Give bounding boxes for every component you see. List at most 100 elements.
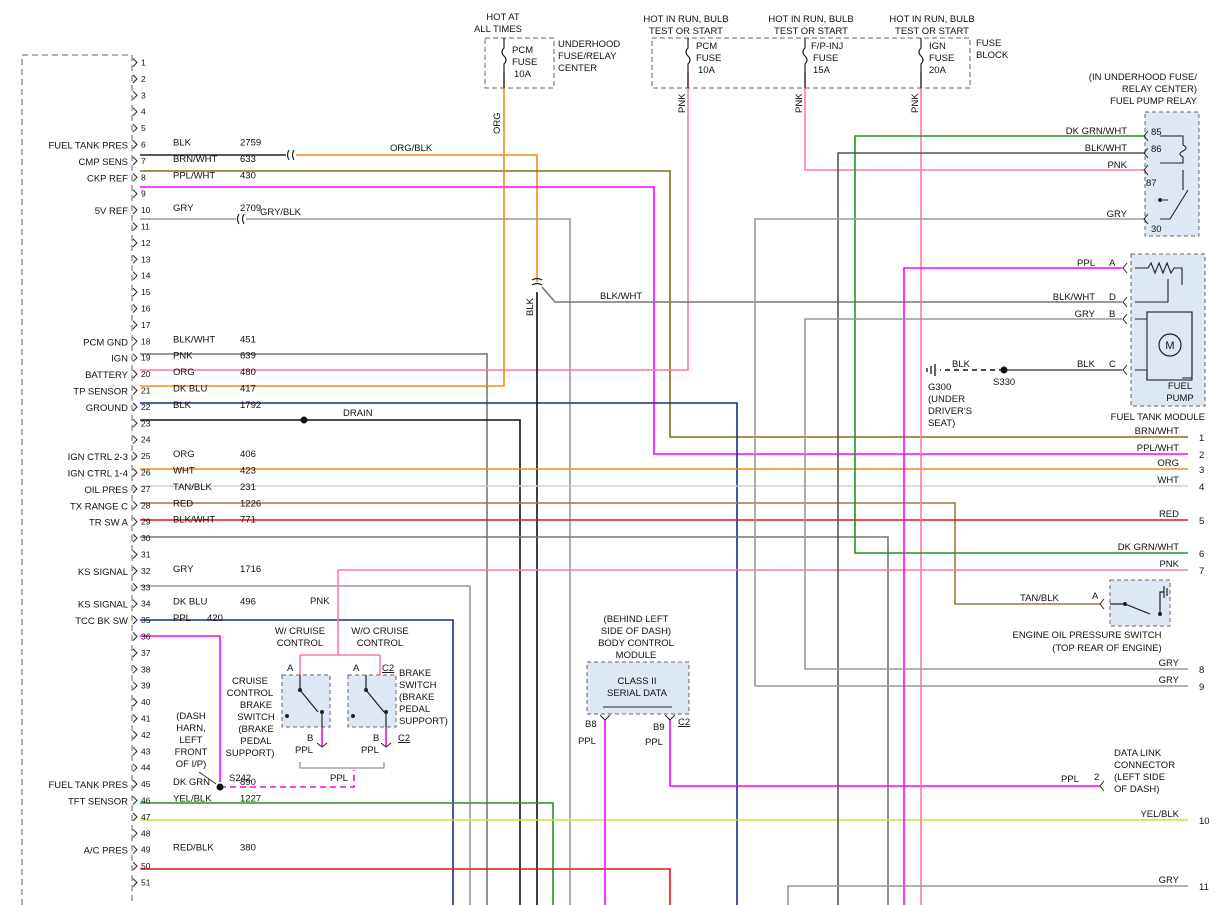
pcm-pin-terminal-icon	[132, 500, 138, 510]
oil-switch-box	[1109, 579, 1171, 627]
pcm-pin-terminal-icon	[132, 582, 138, 592]
pcm-pin-number: 48	[141, 828, 151, 838]
module-pin-b: B	[1109, 309, 1115, 320]
pcm-pin-number: 1	[141, 58, 146, 68]
right-wire-number: 7	[1199, 566, 1204, 577]
pcm-pin-terminal-icon	[132, 336, 138, 346]
bs-dot-2	[384, 710, 388, 714]
right-wire-label: ORG	[1157, 458, 1179, 469]
fuel-tank-module: PPL BLK/WHT GRY BLK A D B C M FUEL PUMP …	[926, 253, 1206, 429]
wire-battery-org	[140, 72, 505, 387]
g300-2: (UNDER	[928, 394, 965, 405]
pcm-pin-terminal-icon	[132, 779, 138, 789]
pcm-pin-terminal-icon	[132, 632, 138, 641]
module-wire-a: PPL	[1077, 258, 1095, 269]
pcm-pin-label: CKP REF	[87, 173, 128, 184]
dlc-1: DATA LINK	[1114, 748, 1162, 759]
pcm-pin-number: 12	[141, 238, 151, 248]
pcm-pin-number: 28	[141, 500, 151, 510]
pcm-pin-terminal-icon	[132, 746, 138, 756]
underhood-name-3: CENTER	[558, 63, 597, 74]
bs-c2-top: C2	[382, 663, 394, 674]
dash-harn-4: FRONT	[175, 747, 208, 758]
pcm-pin-terminal-icon	[132, 402, 138, 412]
wire-5v-ref-gry-blk	[246, 218, 571, 905]
bs-dot-1	[364, 688, 368, 692]
pcm-wire-circuit: 231	[240, 482, 256, 493]
pcm-pin-number: 5	[141, 123, 146, 133]
ccbs-label-3: BRAKE	[240, 700, 272, 711]
pcm-wire-circuit: 496	[240, 597, 256, 608]
bs-box	[347, 674, 397, 728]
label-blk-wht-module: BLK/WHT	[600, 291, 642, 302]
ground-blk-label: BLK	[952, 359, 971, 370]
fb-fuse1-1: PCM	[696, 41, 717, 52]
relay-pin-30: 30	[1151, 224, 1162, 235]
pump-label-1: FUEL	[1168, 381, 1192, 392]
label-org-blk: ORG/BLK	[390, 143, 433, 154]
bs-label-5: SUPPORT)	[399, 716, 448, 727]
relay-title-3: FUEL PUMP RELAY	[1110, 96, 1198, 107]
pcm-pin-terminal-icon	[132, 172, 138, 182]
pcm-pin-terminal-icon	[132, 697, 138, 707]
ccbs-label-1: CRUISE	[232, 676, 268, 687]
module-pin-c: C	[1109, 359, 1116, 370]
pcm-wire-color: RED/BLK	[173, 843, 214, 854]
pcm-pin-terminal-icon	[132, 763, 138, 773]
right-wire-number: 3	[1199, 465, 1204, 476]
bcm-b9: B9	[653, 722, 665, 733]
pcm-pin-number: 32	[141, 566, 151, 576]
bcm-box-2: SERIAL DATA	[607, 688, 668, 699]
pcm-wire-color: BLK	[173, 138, 192, 149]
wire-cmp-sens-brn-wht	[140, 170, 1188, 438]
dash-harn-3: LEFT	[179, 735, 202, 746]
right-wire-label: GRY	[1159, 658, 1180, 669]
bcm-title-2: SIDE OF DASH)	[601, 626, 671, 637]
connector-blk-icon	[531, 277, 543, 286]
bcm-title-3: BODY CONTROL	[598, 638, 674, 649]
ccbs-box	[281, 674, 331, 728]
pcm-pin-terminal-icon	[132, 369, 138, 379]
pcm-pin-label: GROUND	[86, 403, 128, 414]
s242-label: S242	[229, 773, 251, 784]
pcm-pin-label: KS SIGNAL	[78, 600, 128, 611]
pcm-pin-label: PCM GND	[83, 337, 128, 348]
dash-harn-2: HARN,	[176, 723, 206, 734]
wire-fuel-tank-pres-dk-grn	[140, 802, 554, 905]
dash-harn-leader	[198, 771, 217, 785]
pcm-pin-number: 42	[141, 730, 151, 740]
data-link-connector: DATA LINK CONNECTOR (LEFT SIDE OF DASH) …	[1061, 748, 1175, 795]
pcm-pin-number: 34	[141, 599, 151, 609]
pcm-wire-color: BLK	[173, 400, 192, 411]
pcm-wire-circuit: 1792	[240, 400, 261, 411]
wire-brake-ppl-bracket	[299, 762, 385, 769]
relay-term-icons	[1143, 130, 1149, 225]
body-control-module: (BEHIND LEFT SIDE OF DASH) BODY CONTROL …	[578, 614, 690, 748]
right-wire-number: 6	[1199, 549, 1204, 560]
pcm-pin-number: 21	[141, 386, 151, 396]
module-box	[1130, 253, 1206, 407]
relay-pin-85: 85	[1151, 127, 1162, 138]
pcm-pin-terminal-icon	[132, 140, 138, 149]
relay-pin-86: 86	[1151, 144, 1162, 155]
pcm-wire-circuit: 1716	[240, 564, 261, 575]
pcm-pin-terminal-icon	[132, 156, 138, 166]
pcm-pin-terminal-icon	[132, 320, 138, 330]
bcm-title-4: MODULE	[616, 650, 657, 661]
bs-dot-3	[351, 714, 355, 718]
pcm-pin-number: 29	[141, 517, 151, 527]
bcm-b8: B8	[585, 719, 597, 730]
fuel-pump-relay: (IN UNDERHOOD FUSE/ RELAY CENTER) FUEL P…	[1066, 72, 1200, 237]
pcm-pin-terminal-icon	[132, 566, 138, 576]
wire-tr-sw-a-blk-wht	[140, 536, 889, 905]
connector-10-icon	[236, 213, 245, 225]
module-term-icons	[1122, 262, 1128, 376]
pcm-pin-number: 8	[141, 172, 146, 182]
fuse-block: HOT IN RUN, BULB TEST OR START HOT IN RU…	[643, 14, 1009, 89]
wire-pcm-gnd-blk-wht	[140, 353, 488, 905]
dlc-2: CONNECTOR	[1114, 760, 1175, 771]
pcm-pin-terminal-icon	[132, 107, 138, 117]
pcm-pin-number: 22	[141, 402, 151, 412]
